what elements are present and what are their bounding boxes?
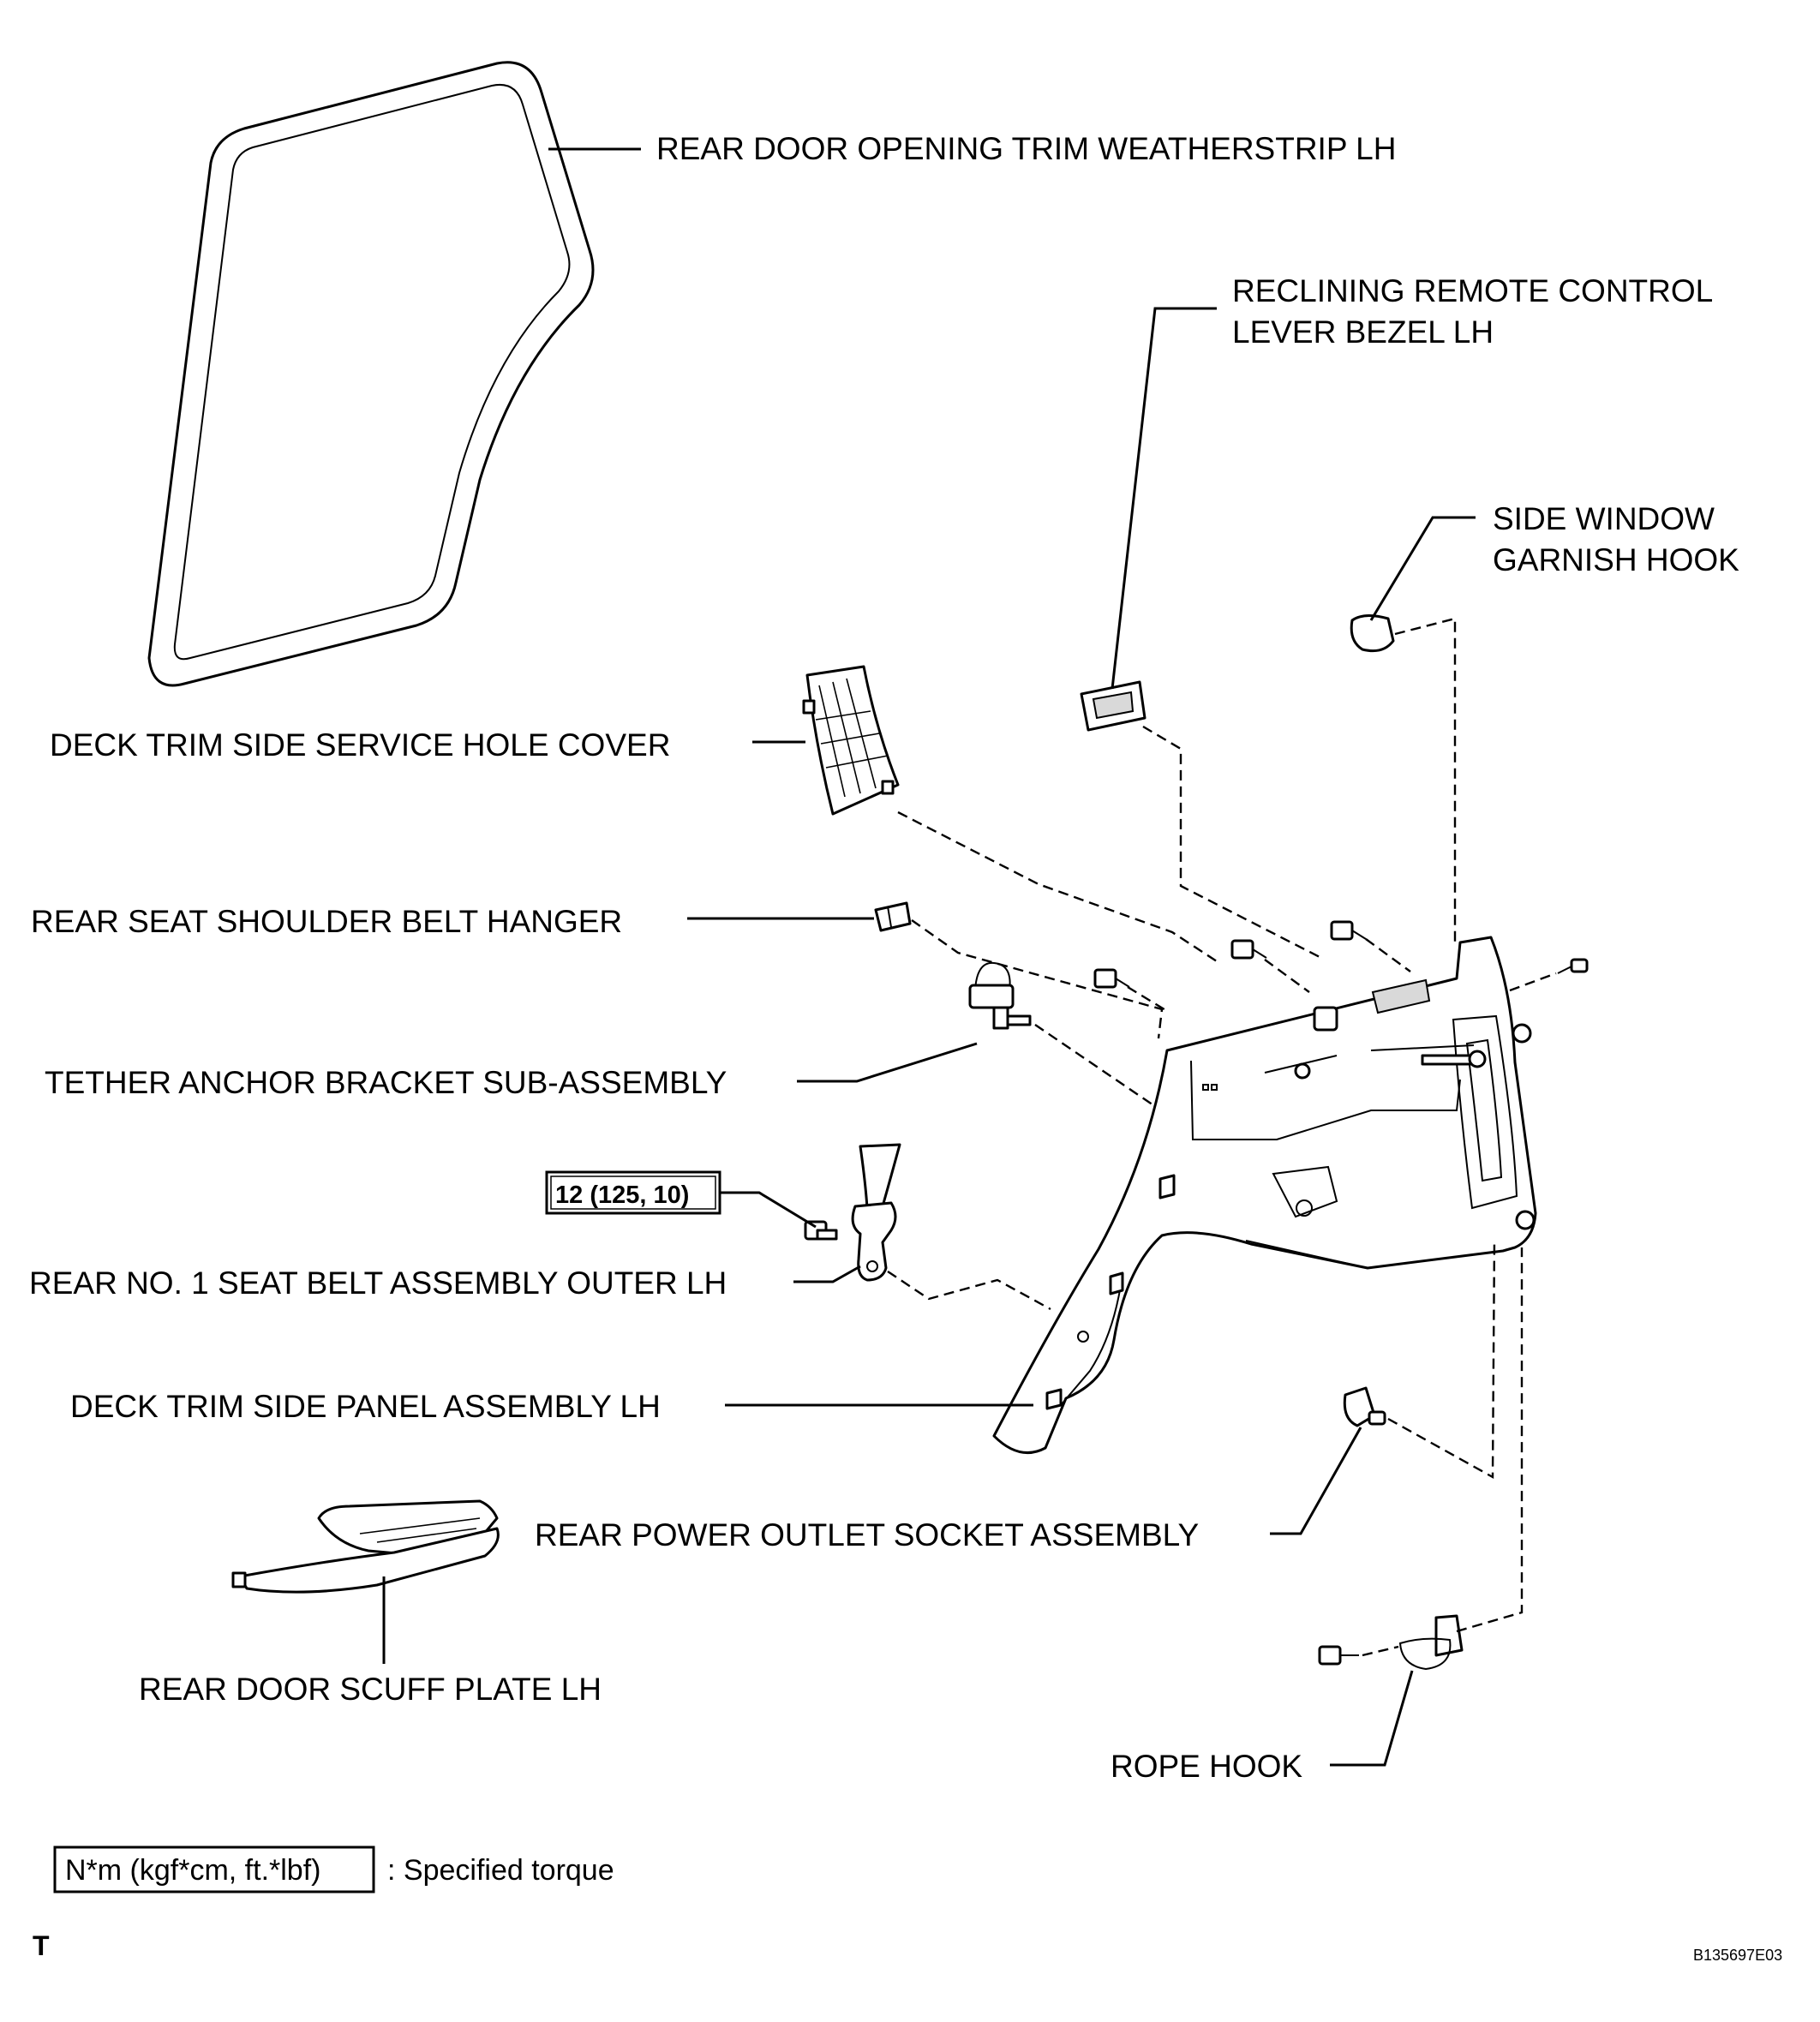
belt-hanger-illustration bbox=[874, 901, 912, 932]
garnish-hook-dashed-line bbox=[1394, 617, 1457, 946]
tether-anchor-leader bbox=[797, 1042, 978, 1083]
torque-spec-box: 12 (125, 10) bbox=[545, 1170, 721, 1215]
belt-hanger-label: REAR SEAT SHOULDER BELT HANGER bbox=[31, 904, 622, 939]
deck-trim-panel-illustration bbox=[992, 936, 1537, 1455]
seat-belt-dashed-line bbox=[887, 1271, 1051, 1311]
power-outlet-dashed-line bbox=[1387, 1238, 1496, 1480]
power-outlet-illustration bbox=[1343, 1386, 1386, 1427]
tether-anchor-illustration bbox=[968, 961, 1032, 1030]
legend-unit-box: N*m (kgf*cm, ft.*lbf) bbox=[65, 1854, 320, 1887]
bezel-label-line2: LEVER BEZEL LH bbox=[1232, 314, 1494, 350]
garnish-hook-label-line1: SIDE WINDOW bbox=[1493, 501, 1715, 536]
rope-hook-leader bbox=[1330, 1670, 1414, 1767]
legend: N*m (kgf*cm, ft.*lbf) : Specified torque bbox=[53, 1846, 614, 1893]
seat-belt-illustration bbox=[851, 1143, 901, 1282]
clip-illustrations bbox=[1093, 920, 1589, 989]
power-outlet-leader bbox=[1270, 1427, 1362, 1535]
garnish-hook-label-line2: GARNISH HOOK bbox=[1493, 542, 1739, 577]
torque-leader bbox=[720, 1191, 817, 1229]
side-panel-label: DECK TRIM SIDE PANEL ASSEMBLY LH bbox=[70, 1389, 661, 1424]
belt-hanger-dashed-line bbox=[911, 919, 1164, 1039]
corner-mark: T bbox=[33, 1930, 50, 1961]
bezel-leader bbox=[1111, 307, 1217, 690]
legend-description: : Specified torque bbox=[387, 1854, 614, 1887]
garnish-hook-leader bbox=[1369, 516, 1476, 621]
tether-anchor-label: TETHER ANCHOR BRACKET SUB-ASSEMBLY bbox=[45, 1065, 727, 1100]
clip-dashed-line-3 bbox=[1365, 938, 1411, 972]
bezel-label-line1: RECLINING REMOTE CONTROL bbox=[1232, 273, 1713, 308]
scuff-plate-illustration bbox=[231, 1499, 500, 1594]
lever-bezel-illustration bbox=[1080, 680, 1146, 732]
service-hole-cover-label: DECK TRIM SIDE SERVICE HOLE COVER bbox=[50, 727, 670, 763]
rope-hook-dashed-line-2 bbox=[1362, 1645, 1399, 1657]
clip-dashed-line-2 bbox=[1264, 959, 1310, 993]
seat-belt-label: REAR NO. 1 SEAT BELT ASSEMBLY OUTER LH bbox=[29, 1265, 727, 1301]
rope-hook-dashed-line bbox=[1456, 1247, 1524, 1633]
rope-hook-illustration bbox=[1318, 1614, 1464, 1671]
figure-code: B135697E03 bbox=[1693, 1947, 1782, 1964]
clip-dashed-lines bbox=[1127, 985, 1168, 1013]
service-hole-cover-illustration bbox=[802, 665, 900, 816]
scuff-plate-label: REAR DOOR SCUFF PLATE LH bbox=[139, 1672, 602, 1707]
weatherstrip-label: REAR DOOR OPENING TRIM WEATHERSTRIP LH bbox=[656, 131, 1396, 166]
weatherstrip-illustration bbox=[147, 61, 595, 687]
garnish-hook-illustration bbox=[1350, 614, 1395, 653]
tether-anchor-dashed-line bbox=[1034, 1024, 1159, 1110]
torque-value: 12 (125, 10) bbox=[555, 1181, 689, 1209]
bezel-dashed-line bbox=[1142, 725, 1322, 960]
power-outlet-label: REAR POWER OUTLET SOCKET ASSEMBLY bbox=[535, 1517, 1199, 1552]
service-hole-cover-dashed-line bbox=[897, 811, 1218, 963]
torque-bolt-illustration bbox=[804, 1220, 838, 1241]
seat-belt-leader bbox=[793, 1265, 861, 1283]
rope-hook-label: ROPE HOOK bbox=[1111, 1749, 1302, 1784]
clip-dashed-line-4 bbox=[1509, 972, 1557, 992]
